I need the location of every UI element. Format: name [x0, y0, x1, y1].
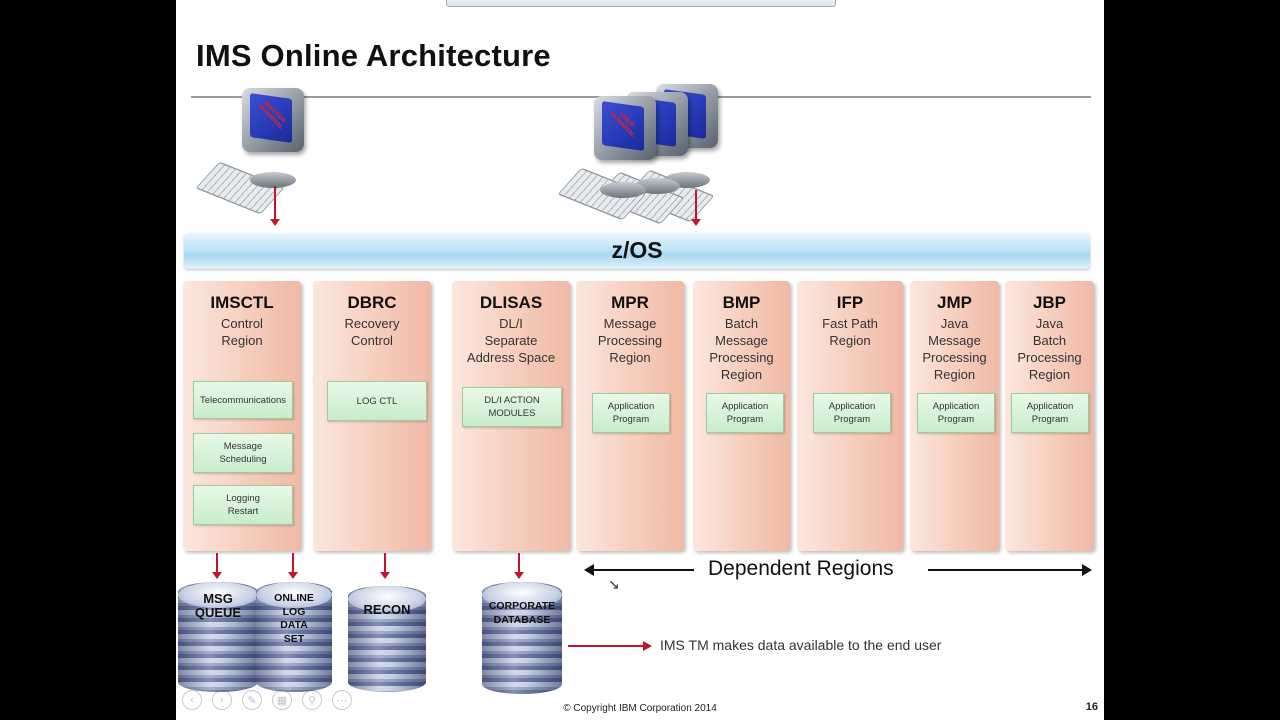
presentation-controls[interactable]: ‹ › ✎ ▦ ⚲ ⋯ — [182, 690, 352, 710]
dependent-regions-left-arrowhead — [584, 564, 594, 576]
region-name: JBP — [1032, 293, 1067, 312]
dataset-label: ONLINE LOG DATA SET — [274, 592, 314, 645]
module-logging-restart: Logging Restart — [193, 485, 293, 525]
region-description: Java Batch Processing Region — [1017, 316, 1082, 382]
next-icon[interactable]: › — [212, 690, 232, 710]
slide: IMS Online Architecture MASTER TERMINAL … — [176, 0, 1104, 720]
mouse-cursor-icon: ↘ — [608, 576, 620, 592]
monitor-stand — [600, 182, 646, 198]
dataset-label: RECON — [363, 602, 411, 617]
region-description: Control Region — [221, 316, 263, 348]
monitor-screen: MASTER TERMINAL — [250, 93, 292, 143]
module-telecommunications: Telecommunications — [193, 381, 293, 419]
module-application-program: Application Program — [1011, 393, 1089, 433]
user-terminal-label: USER TERMINAL — [608, 111, 636, 139]
dependent-regions-right-arrowhead — [1082, 564, 1092, 576]
slide-title: IMS Online Architecture — [196, 38, 551, 73]
note-text: IMS TM makes data available to the end u… — [660, 637, 942, 653]
region-description: Recovery Control — [344, 316, 400, 348]
master-terminal-arrow — [270, 186, 280, 226]
recon-dataset: RECON — [348, 586, 426, 692]
region-dbrc: DBRC Recovery Control LOG CTL — [313, 281, 431, 551]
module-application-program: Application Program — [706, 393, 784, 433]
region-name: MPR — [611, 293, 649, 312]
slide-top-bar — [446, 0, 836, 7]
region-name: JMP — [937, 293, 972, 312]
region-mpr: MPR Message Processing Region Applicatio… — [576, 281, 684, 551]
dataset-label: CORPORATE DATABASE — [488, 600, 556, 626]
module-dli-action-modules: DL/I ACTION MODULES — [462, 387, 562, 427]
page-number: 16 — [1085, 701, 1098, 713]
msg-queue-arrow — [212, 553, 222, 579]
region-name: DLISAS — [479, 293, 543, 312]
monitor-icon: USER TERMINAL — [594, 96, 656, 160]
monitor-icon: MASTER TERMINAL — [242, 88, 304, 152]
module-application-program: Application Program — [592, 393, 670, 433]
zoom-icon[interactable]: ⚲ — [302, 690, 322, 710]
note-arrow — [568, 641, 652, 651]
online-log-dataset: ONLINE LOG DATA SET — [256, 582, 332, 692]
module-application-program: Application Program — [813, 393, 891, 433]
zos-label: z/OS — [611, 237, 663, 263]
cylinder-top — [256, 582, 332, 608]
corporate-database: CORPORATE DATABASE — [482, 582, 562, 694]
region-description: Batch Message Processing Region — [709, 316, 774, 382]
region-jbp: JBP Java Batch Processing Region Applica… — [1005, 281, 1094, 551]
dependent-regions-label: Dependent Regions — [708, 557, 894, 580]
cylinder-top — [178, 582, 258, 608]
dependent-regions-right-line — [928, 569, 1084, 571]
recon-arrow — [380, 553, 390, 579]
corporate-database-arrow — [514, 553, 524, 579]
slides-icon[interactable]: ▦ — [272, 690, 292, 710]
previous-icon[interactable]: ‹ — [182, 690, 202, 710]
copyright: © Copyright IBM Corporation 2014 — [563, 703, 717, 714]
module-message-scheduling: Message Scheduling — [193, 433, 293, 473]
region-bmp: BMP Batch Message Processing Region Appl… — [693, 281, 790, 551]
pen-icon[interactable]: ✎ — [242, 690, 262, 710]
dependent-regions-left-line — [592, 569, 694, 571]
more-icon[interactable]: ⋯ — [332, 690, 352, 710]
master-terminal-label: MASTER TERMINAL — [256, 100, 287, 131]
zos-bar: z/OS — [184, 233, 1090, 269]
region-dlisas: DLISAS DL/I Separate Address Space DL/I … — [452, 281, 570, 551]
user-terminal-arrow — [691, 190, 701, 226]
dataset-label: MSG QUEUE — [194, 591, 242, 620]
region-name: IFP — [836, 293, 864, 312]
region-name: IMSCTL — [210, 293, 274, 312]
keyboard-icon — [195, 161, 285, 215]
monitor-stand — [250, 172, 296, 188]
region-name: DBRC — [347, 293, 397, 312]
cylinder-top — [348, 586, 426, 612]
monitor-screen: USER TERMINAL — [602, 101, 644, 151]
region-description: Fast Path Region — [822, 316, 878, 348]
master-terminal-icon: MASTER TERMINAL — [186, 84, 316, 215]
msg-queue-dataset: MSG QUEUE — [178, 582, 258, 692]
region-description: Java Message Processing Region — [922, 316, 987, 382]
region-description: Message Processing Region — [597, 316, 663, 365]
module-application-program: Application Program — [917, 393, 995, 433]
region-imsctl: IMSCTL Control Region Telecommunications… — [183, 281, 301, 551]
region-ifp: IFP Fast Path Region Application Program — [797, 281, 903, 551]
user-terminals-icon: USER TERMINAL — [554, 84, 744, 225]
module-log-ctl: LOG CTL — [327, 381, 427, 421]
region-jmp: JMP Java Message Processing Region Appli… — [910, 281, 999, 551]
online-log-arrow — [288, 553, 298, 579]
region-description: DL/I Separate Address Space — [466, 316, 556, 365]
cylinder-top — [482, 582, 562, 608]
region-name: BMP — [722, 293, 761, 312]
